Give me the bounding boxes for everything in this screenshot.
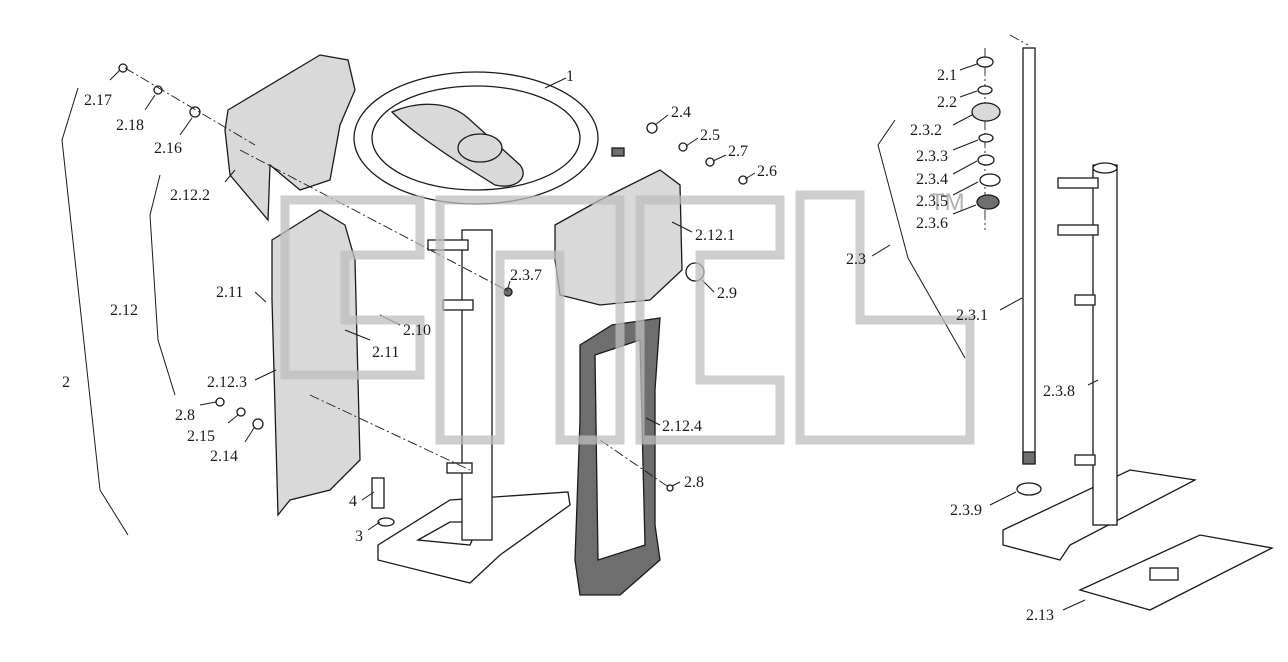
callout-label: 2.14 [210,448,238,465]
watermark-text: TM [930,189,965,216]
callout-label: 2.5 [700,127,720,144]
callout-label: 2.6 [757,163,777,180]
assembly-axis [599,439,671,489]
callout-label: 2.12.1 [695,227,735,244]
assembly-axis [309,394,471,471]
part-2-8-b [666,484,674,492]
callout-label: 2.3.9 [950,502,982,519]
assembly-axis [124,67,256,146]
bracket-r1 [1057,177,1099,189]
cover-2-12-3 [271,209,361,517]
part-2-3-4 [977,154,995,166]
part-2-5 [678,142,688,152]
callout-label: 2.3.6 [916,215,948,232]
callout-label: 2.12.4 [662,418,702,435]
cover-2-12-2 [224,54,356,222]
part-4-bolt [371,477,385,509]
callout-label: 2.3 [846,251,866,268]
bracket-c [446,462,473,474]
steering-wheel-hub [457,133,503,163]
bracket-r3 [1074,294,1096,306]
bracket-r2 [1057,224,1099,236]
callout-label: 2.16 [154,140,182,157]
part-2-3-2 [971,102,1001,122]
part-2-3-6 [976,194,1000,210]
watermark: TM [280,189,975,445]
bracket-r4 [1074,454,1096,466]
part-2-6 [738,175,748,185]
assembly-axis [1009,34,1029,46]
steering-wheel-spoke [390,103,524,187]
callout-label: 2.9 [717,285,737,302]
part-2-3-7 [503,287,513,297]
part-2-14 [252,418,264,430]
part-2-2 [977,85,993,95]
part-2-3-9 [1016,482,1042,496]
callout-label: 3 [355,528,363,545]
part-2-17 [118,63,128,73]
part-2-4 [646,122,658,134]
callout-label: 2.12.2 [170,187,210,204]
callout-label: 2.8 [684,474,704,491]
callout-label: 2.11 [216,284,243,301]
group-bracket-2-3 [877,119,966,359]
left-column-tube [461,229,493,541]
callout-label: 2.7 [728,143,748,160]
steering-wheel [353,71,599,205]
part-2-1 [976,56,994,68]
part-2-3-5 [979,173,1001,187]
callout-label: 2.3.3 [916,148,948,165]
group-bracket-2-12 [149,174,176,396]
callout-label: 2.12.3 [207,374,247,391]
callout-label: 2.18 [116,117,144,134]
callout-label: 2.2 [937,94,957,111]
callout-label: 2.10 [403,322,431,339]
callout-label: 2.3.8 [1043,383,1075,400]
part-2-7 [705,157,715,167]
callout-label: 2.1 [937,67,957,84]
callout-label: 2.3.1 [956,307,988,324]
part-2-3-3 [978,133,994,143]
callout-label: 2.8 [175,407,195,424]
bracket-a [427,239,469,251]
callout-label: 2.3.2 [910,122,942,139]
right-tube-top [1092,162,1118,174]
callout-label: 2.4 [671,104,691,121]
callout-label: 4 [349,493,357,510]
callout-label: 2 [62,374,70,391]
callout-label: 2.17 [84,92,112,109]
callout-label: 2.3.5 [916,193,948,210]
callout-labels: 1 2 2.1 2.2 2.3 2.3.1 2.3.2 2.3.3 2.3.4 … [62,67,1075,624]
bracket-b [442,299,474,311]
connector [611,147,625,157]
part-2-13-slot [1149,567,1179,581]
left-column-assembly [377,229,571,584]
right-column-assembly [1002,47,1275,611]
cover-2-12-4-panel [594,339,646,561]
leader-lines [109,63,1099,611]
callout-label: 2.3.4 [916,171,948,188]
right-column-tube [1092,164,1118,526]
part-2-8 [215,397,225,407]
part-3-washer [377,517,395,527]
callout-label: 2.11 [372,344,399,361]
steering-shaft-2-3-1 [1022,47,1036,464]
group-bracket-2 [61,87,129,536]
callout-label: 1 [566,68,574,85]
shaft-spline [1022,451,1036,465]
callout-label: 2.12 [110,302,138,319]
callout-label: 2.15 [187,428,215,445]
callout-label: 2.13 [1026,607,1054,624]
part-2-15 [236,407,246,417]
callout-label: 2.3.7 [510,267,542,284]
assembly-axis [239,149,511,293]
